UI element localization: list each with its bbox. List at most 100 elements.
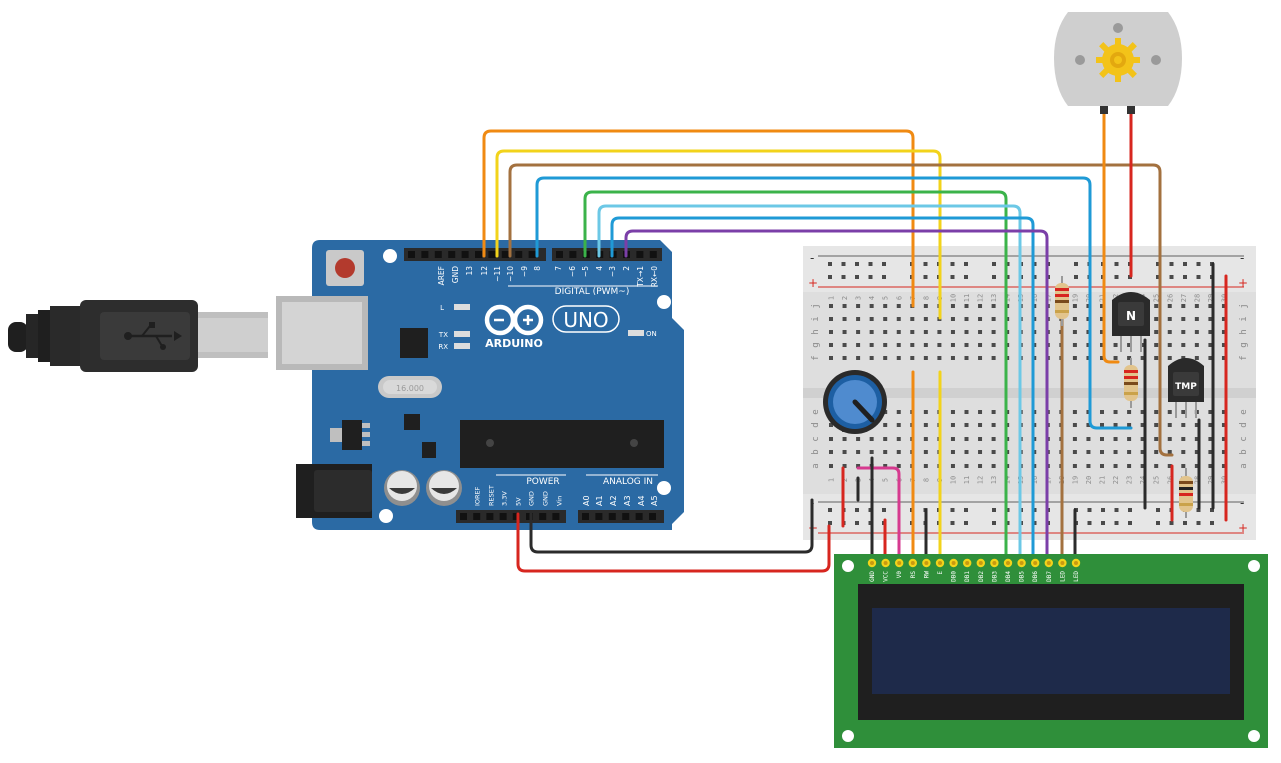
column-number: 21 — [1099, 476, 1107, 484]
header-socket[interactable] — [499, 513, 507, 520]
rail-minus-top-right: - — [1240, 251, 1244, 265]
header-socket[interactable] — [512, 513, 520, 520]
l-led — [454, 304, 470, 310]
column-number: 13 — [990, 476, 998, 484]
lcd-pin-label: DB6 — [1032, 571, 1039, 582]
resistor-3 — [1179, 468, 1193, 518]
lcd-pin-label: LED — [1073, 571, 1080, 582]
digital-pin-label: 8 — [533, 266, 542, 271]
power-pin-label: 5V — [515, 497, 523, 506]
header-socket[interactable] — [515, 251, 523, 258]
column-number: 30 — [1220, 294, 1228, 302]
tx-led — [454, 331, 470, 337]
column-number: 6 — [895, 296, 903, 300]
wire-blue-pin3 — [610, 216, 1035, 564]
column-number: 25 — [1153, 294, 1161, 302]
column-number: 13 — [990, 294, 998, 302]
column-number: 12 — [977, 294, 985, 302]
analog-pin-label: A4 — [637, 495, 646, 506]
column-number: 14 — [1004, 294, 1012, 302]
row-letter: j — [1239, 303, 1249, 308]
row-letter: j — [811, 303, 821, 308]
column-number: 27 — [1180, 294, 1188, 302]
header-socket[interactable] — [556, 251, 563, 258]
header-socket[interactable] — [595, 513, 603, 520]
header-socket[interactable] — [460, 513, 467, 520]
header-socket[interactable] — [408, 251, 415, 258]
power-header — [456, 510, 664, 523]
row-letter: g — [811, 342, 821, 347]
header-socket[interactable] — [461, 251, 469, 258]
header-socket[interactable] — [622, 513, 630, 520]
header-socket[interactable] — [434, 251, 442, 258]
header-socket[interactable] — [448, 251, 456, 258]
row-letter: e — [1239, 409, 1249, 414]
header-socket[interactable] — [649, 251, 657, 258]
arduino-uno-board[interactable]: 16.000 L TX RX ON — [276, 240, 684, 530]
power-pin-label: Vin — [556, 496, 564, 506]
column-number: 11 — [963, 476, 971, 484]
column-number: 2 — [841, 478, 849, 482]
capacitor-1 — [384, 470, 420, 506]
column-number: 16 — [1031, 294, 1039, 302]
power-pin-label: IOREF — [474, 486, 482, 506]
column-number: 1 — [828, 296, 836, 300]
reset-button[interactable] — [326, 250, 364, 286]
row-letter: g — [1239, 342, 1249, 347]
header-socket[interactable] — [421, 251, 429, 258]
column-number: 8 — [922, 478, 930, 482]
digital-pin-label: GND — [451, 266, 460, 283]
header-socket[interactable] — [635, 513, 643, 520]
header-socket[interactable] — [473, 513, 481, 520]
column-number: 29 — [1207, 294, 1215, 302]
header-socket[interactable] — [528, 251, 536, 258]
potentiometer[interactable] — [823, 370, 887, 434]
lcd-screen — [872, 608, 1230, 694]
column-number: 16 — [1031, 476, 1039, 484]
column-number: 20 — [1085, 476, 1093, 484]
power-jack — [296, 464, 372, 518]
header-socket[interactable] — [582, 513, 589, 520]
usb-cable — [8, 300, 268, 372]
analog-pin-label: A0 — [582, 495, 591, 506]
digital-label: DIGITAL (PWM~) — [555, 287, 630, 297]
power-pin-label: GND — [542, 491, 550, 506]
wire-motor-orange — [1102, 110, 1120, 364]
wire-lightblue-pin4 — [597, 204, 1022, 564]
header-socket[interactable] — [539, 513, 547, 520]
lcd-pin-label: GND — [869, 571, 876, 582]
usb-chip — [400, 328, 428, 358]
row-letter: d — [811, 422, 821, 427]
header-socket[interactable] — [608, 513, 616, 520]
digital-header — [404, 248, 662, 261]
header-socket[interactable] — [649, 513, 656, 520]
digital-pin-label: 12 — [480, 266, 489, 276]
row-letter: i — [811, 316, 821, 321]
header-socket[interactable] — [486, 513, 494, 520]
header-socket[interactable] — [569, 251, 577, 258]
row-letter: f — [811, 355, 821, 360]
header-socket[interactable] — [636, 251, 644, 258]
rail-plus-top-right: + — [1238, 276, 1248, 290]
arduino-model: UNO — [563, 308, 608, 332]
column-number: 5 — [882, 478, 890, 482]
npn-transistor: N — [1112, 292, 1150, 352]
header-socket[interactable] — [501, 251, 509, 258]
lcd-pin-label: RS — [910, 571, 917, 579]
lcd-pin-label: DB1 — [964, 571, 971, 582]
wire-purple-pin2 — [624, 229, 1049, 564]
row-letter: b — [811, 449, 821, 454]
lcd-pin-label: V0 — [896, 571, 903, 579]
column-number: 24 — [1139, 476, 1147, 484]
uno-badge — [552, 305, 620, 333]
capacitor-2 — [426, 470, 462, 506]
arduino-brand: ARDUINO — [485, 337, 543, 350]
wire-brown-pin10 — [508, 163, 1174, 457]
header-socket[interactable] — [488, 251, 496, 258]
on-led — [628, 330, 644, 336]
lcd-pin-label: VCC — [883, 571, 890, 582]
analog-pin-label: A2 — [609, 495, 618, 506]
header-socket[interactable] — [475, 251, 482, 258]
header-socket[interactable] — [552, 513, 560, 520]
